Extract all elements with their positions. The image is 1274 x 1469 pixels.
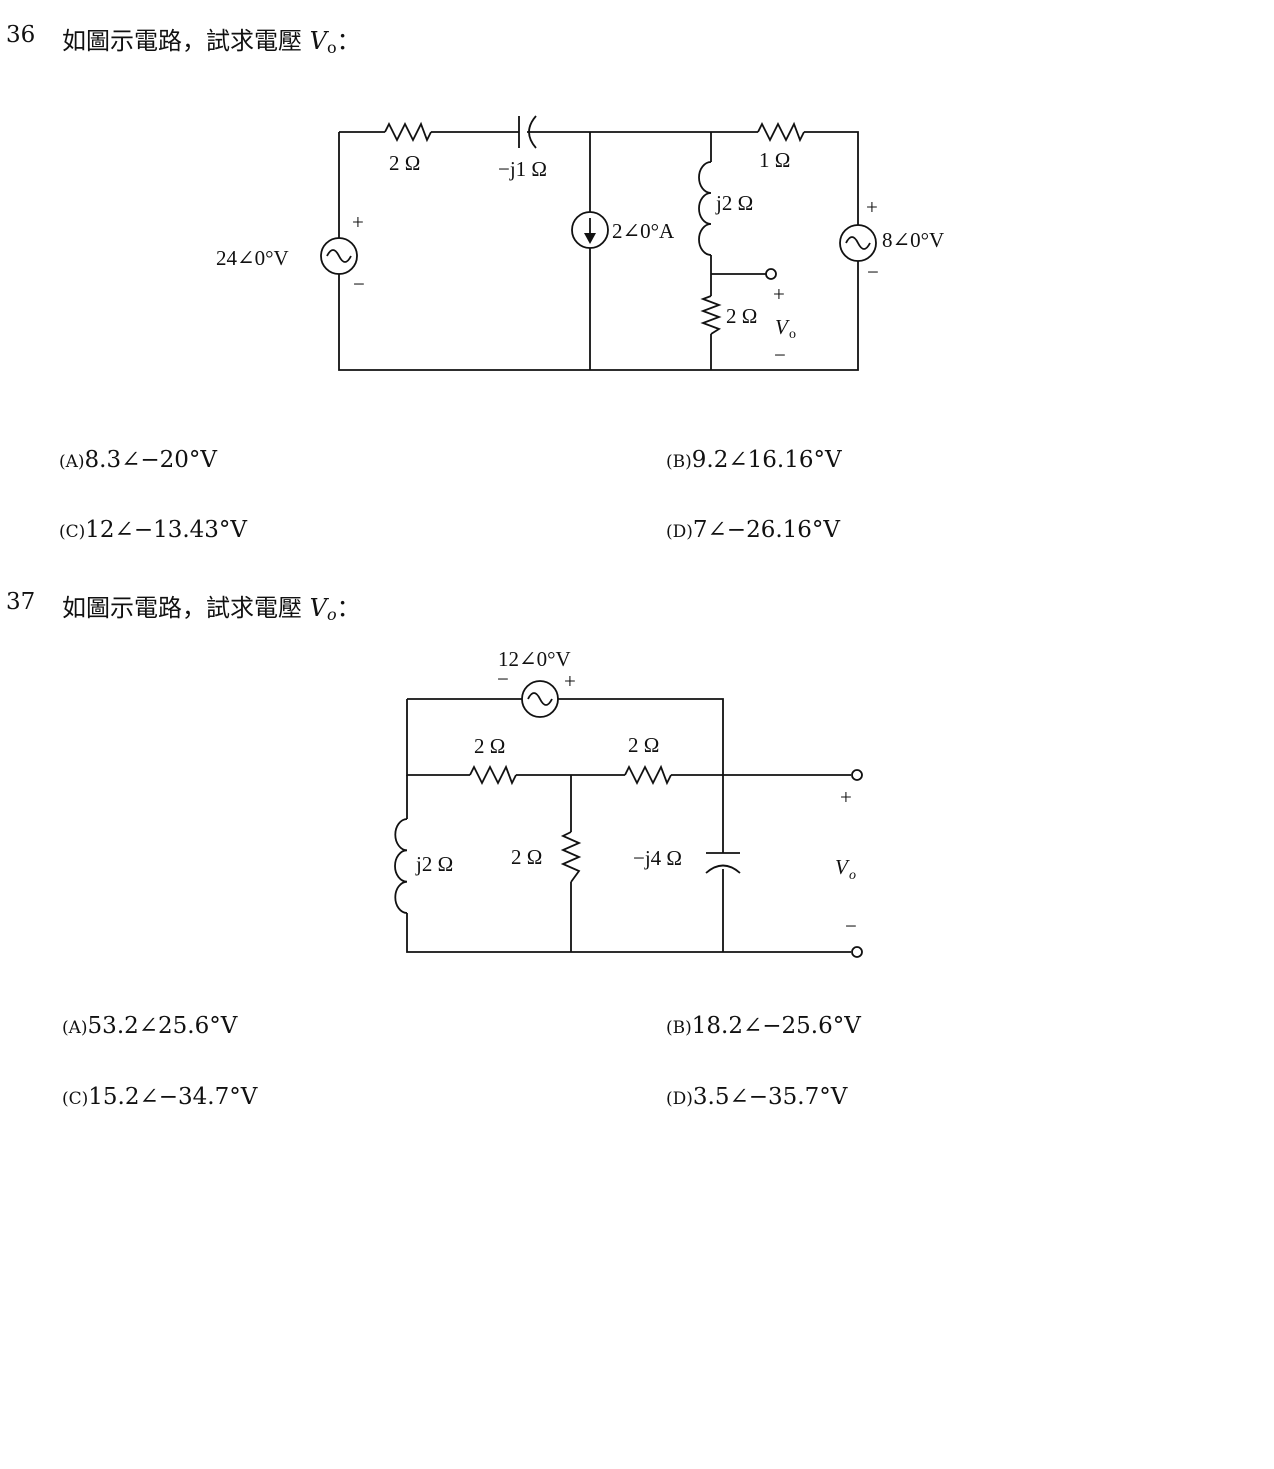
- label-36-out-var: V: [775, 315, 790, 339]
- question-37-colon: ：: [336, 594, 361, 622]
- label-37-cap: −j4 Ω: [633, 846, 682, 870]
- question-36-prompt: 如圖示電路，試求電壓 Vo：: [62, 21, 361, 57]
- label-36-out-minus: −: [774, 343, 786, 367]
- option-text: 15.2∠−34.7°V: [88, 1084, 258, 1110]
- label-37-vsrc-plus: +: [564, 669, 576, 693]
- output-terminal-37-bottom: [851, 946, 863, 958]
- label-37-r-mid: 2 Ω: [511, 845, 542, 869]
- option-37-d[interactable]: (D)3.5∠−35.7°V: [666, 1084, 847, 1110]
- resistor-37-top-left: [469, 764, 517, 786]
- option-label: (D): [666, 1089, 693, 1109]
- option-label: (C): [59, 522, 86, 542]
- question-36-variable: V: [309, 27, 327, 55]
- label-36-left-minus: −: [353, 272, 365, 296]
- output-terminal-36: [765, 268, 777, 280]
- circuit-37-wires: [406, 698, 851, 953]
- label-36-r2: 1 Ω: [759, 148, 790, 172]
- label-36-right-plus: +: [866, 195, 878, 219]
- resistor-37-mid: [560, 831, 582, 883]
- voltage-source-36-right: [839, 224, 877, 262]
- option-37-c[interactable]: (C)15.2∠−34.7°V: [62, 1084, 257, 1110]
- option-36-a[interactable]: (A)8.3∠−20°V: [59, 447, 217, 473]
- option-label: (A): [62, 1018, 88, 1038]
- option-36-b[interactable]: (B)9.2∠16.16°V: [666, 447, 842, 473]
- option-37-a[interactable]: (A)53.2∠25.6°V: [62, 1013, 237, 1039]
- option-text: 53.2∠25.6°V: [87, 1013, 238, 1039]
- resistor-36-r2: [757, 121, 805, 143]
- option-label: (C): [62, 1089, 89, 1109]
- question-37-variable-sub: o: [326, 605, 337, 624]
- question-37-variable: V: [309, 594, 327, 622]
- label-36-r3: 2 Ω: [726, 304, 757, 328]
- option-text: 7∠−26.16°V: [692, 517, 841, 543]
- label-36-out-sub: o: [789, 327, 796, 342]
- label-36-out-plus: +: [773, 282, 785, 306]
- question-37-prompt: 如圖示電路，試求電壓 Vo：: [62, 588, 361, 624]
- label-37-out-var: V: [835, 855, 850, 879]
- circuit-36-wires: [338, 131, 859, 371]
- option-label: (B): [666, 1018, 692, 1038]
- resistor-36-r1: [384, 121, 432, 143]
- current-source-36: [571, 211, 609, 249]
- label-37-out-plus: +: [840, 785, 852, 809]
- label-36-cap: −j1 Ω: [498, 157, 547, 181]
- label-37-r-top-right: 2 Ω: [628, 733, 659, 757]
- resistor-37-top-right: [624, 764, 672, 786]
- label-36-vsrc-right: 8∠0°V: [882, 228, 944, 252]
- label-37-out-sub: o: [849, 868, 856, 883]
- question-37-text: 如圖示電路，試求電壓: [62, 594, 302, 622]
- label-36-isrc: 2∠0°A: [612, 219, 675, 243]
- option-36-c[interactable]: (C)12∠−13.43°V: [59, 517, 247, 543]
- option-text: 9.2∠16.16°V: [691, 447, 842, 473]
- label-36-vsrc-left: 24∠0°V: [216, 246, 289, 270]
- voltage-source-36-left: [320, 237, 358, 275]
- question-36-colon: ：: [336, 27, 361, 55]
- option-label: (B): [666, 452, 692, 472]
- capacitor-37: [705, 852, 741, 874]
- option-37-b[interactable]: (B)18.2∠−25.6°V: [666, 1013, 861, 1039]
- output-terminal-37-top: [851, 769, 863, 781]
- option-text: 12∠−13.43°V: [85, 517, 248, 543]
- resistor-36-r3: [700, 295, 722, 335]
- question-36-text: 如圖示電路，試求電壓: [62, 27, 302, 55]
- question-36-variable-sub: o: [326, 38, 337, 57]
- label-36-left-plus: +: [352, 210, 364, 234]
- option-text: 18.2∠−25.6°V: [691, 1013, 861, 1039]
- question-37-number: 37: [6, 589, 36, 615]
- label-36-right-minus: −: [867, 260, 879, 284]
- capacitor-36: [518, 115, 537, 149]
- option-label: (A): [59, 452, 85, 472]
- label-37-out-minus: −: [845, 914, 857, 938]
- label-37-r-top-left: 2 Ω: [474, 734, 505, 758]
- option-text: 8.3∠−20°V: [84, 447, 218, 473]
- option-36-d[interactable]: (D)7∠−26.16°V: [666, 517, 840, 543]
- inductor-36: [698, 161, 712, 256]
- label-37-ind: j2 Ω: [415, 852, 453, 876]
- label-36-ind: j2 Ω: [715, 191, 753, 215]
- option-text: 3.5∠−35.7°V: [692, 1084, 848, 1110]
- label-37-vsrc-minus: −: [497, 667, 509, 691]
- option-label: (D): [666, 522, 693, 542]
- question-36-number: 36: [6, 22, 36, 48]
- inductor-37: [394, 818, 408, 914]
- label-37-vsrc: 12∠0°V: [498, 647, 571, 671]
- label-36-r1: 2 Ω: [389, 151, 420, 175]
- voltage-source-37: [521, 680, 559, 718]
